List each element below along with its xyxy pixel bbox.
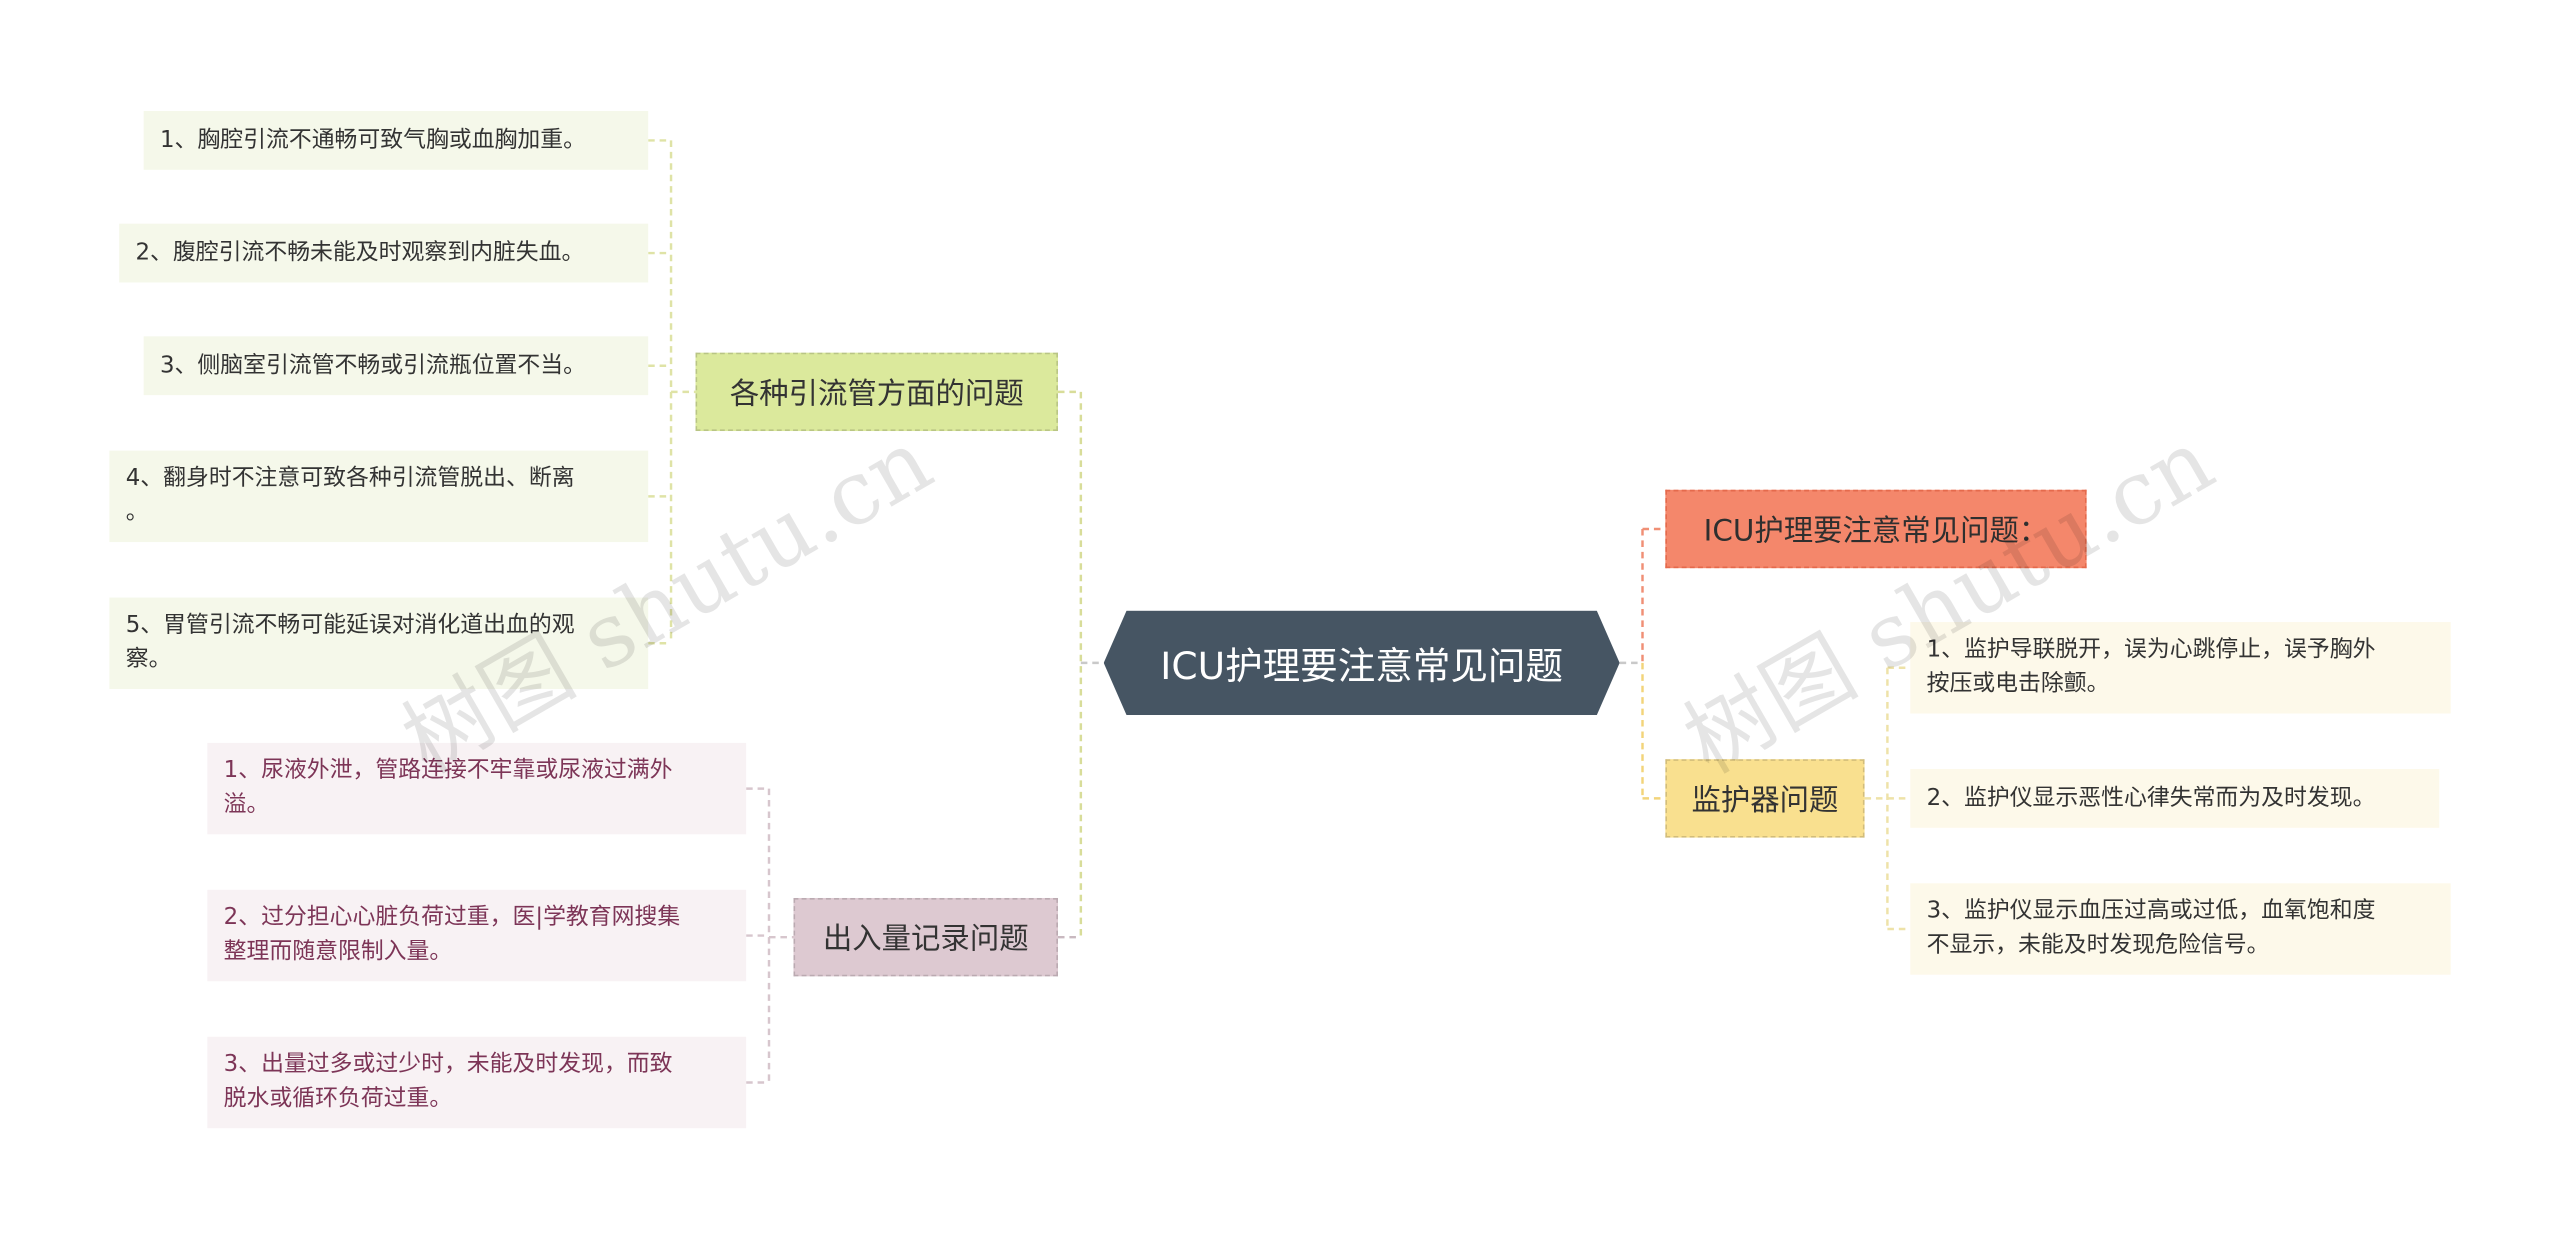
branch-intake-output-label: 出入量记录问题 — [822, 922, 1029, 957]
leaf-drainage-4-line1: 4、翻身时不注意可致各种引流管脱出、断离 — [125, 465, 575, 492]
leaf-drainage-5-line1: 5、胃管引流不畅可能延误对消化道出血的观 — [125, 612, 575, 639]
leaf-drainage-5[interactable]: 5、胃管引流不畅可能延误对消化道出血的观 察。 — [109, 597, 649, 689]
leaf-drainage-3-text: 3、侧脑室引流管不畅或引流瓶位置不当。 — [160, 351, 586, 378]
branch-icu-common-issues-label: ICU护理要注意常见问题： — [1703, 514, 2049, 549]
leaf-monitor-3-line2: 不显示，未能及时发现危险信号。 — [1926, 932, 2270, 959]
leaf-intake-2[interactable]: 2、过分担心心脏负荷过重，医|学教育网搜集 整理而随意限制入量。 — [207, 889, 747, 982]
leaf-intake-3-line1: 3、出量过多或过少时，未能及时发现，而致 — [223, 1051, 673, 1078]
leaf-drainage-4[interactable]: 4、翻身时不注意可致各种引流管脱出、断离 。 — [109, 450, 649, 543]
branch-drainage-tubes-label: 各种引流管方面的问题 — [729, 377, 1024, 412]
leaf-drainage-2[interactable]: 2、腹腔引流不畅未能及时观察到内脏失血。 — [119, 223, 649, 283]
leaf-monitor-1-line2: 按压或电击除颤。 — [1926, 671, 2110, 698]
leaf-monitor-3[interactable]: 3、监护仪显示血压过高或过低，血氧饱和度 不显示，未能及时发现危险信号。 — [1910, 883, 2451, 975]
leaf-intake-2-line2: 整理而随意限制入量。 — [223, 938, 453, 965]
root-topic-label: ICU护理要注意常见问题 — [1160, 646, 1564, 689]
leaf-drainage-1-text: 1、胸腔引流不通畅可致气胸或血胸加重。 — [160, 126, 586, 153]
root-topic[interactable]: ICU护理要注意常见问题 — [1104, 611, 1620, 715]
leaf-monitor-1-line1: 1、监护导联脱开，误为心跳停止，误予胸外 — [1926, 636, 2376, 663]
leaf-intake-3-line2: 脱水或循环负荷过重。 — [223, 1085, 453, 1112]
leaf-monitor-2-text: 2、监护仪显示恶性心律失常而为及时发现。 — [1926, 784, 2376, 811]
leaf-drainage-1[interactable]: 1、胸腔引流不通畅可致气胸或血胸加重。 — [143, 111, 649, 170]
branch-intake-output[interactable]: 出入量记录问题 — [793, 897, 1058, 977]
branch-drainage-tubes[interactable]: 各种引流管方面的问题 — [695, 352, 1058, 432]
leaf-intake-1-line2: 溢。 — [223, 791, 270, 818]
leaf-drainage-2-text: 2、腹腔引流不畅未能及时观察到内脏失血。 — [135, 239, 585, 266]
leaf-monitor-3-line1: 3、监护仪显示血压过高或过低，血氧饱和度 — [1926, 897, 2376, 925]
leaf-drainage-4-line2: 。 — [125, 499, 149, 526]
branch-monitor-label: 监护器问题 — [1691, 783, 1839, 818]
branch-icu-common-issues[interactable]: ICU护理要注意常见问题： — [1665, 489, 2087, 569]
leaf-intake-2-line1: 2、过分担心心脏负荷过重，医|学教育网搜集 — [223, 904, 681, 931]
leaf-monitor-1[interactable]: 1、监护导联脱开，误为心跳停止，误予胸外 按压或电击除颤。 — [1910, 622, 2451, 714]
leaf-intake-1[interactable]: 1、尿液外泄，管路连接不牢靠或尿液过满外 溢。 — [207, 742, 747, 835]
leaf-monitor-2[interactable]: 2、监护仪显示恶性心律失常而为及时发现。 — [1910, 769, 2440, 828]
leaf-drainage-3[interactable]: 3、侧脑室引流管不畅或引流瓶位置不当。 — [143, 336, 649, 396]
leaf-intake-3[interactable]: 3、出量过多或过少时，未能及时发现，而致 脱水或循环负荷过重。 — [207, 1036, 747, 1129]
leaf-intake-1-line1: 1、尿液外泄，管路连接不牢靠或尿液过满外 — [223, 757, 673, 784]
branch-monitor[interactable]: 监护器问题 — [1665, 759, 1865, 838]
leaf-drainage-5-line2: 察。 — [125, 646, 172, 673]
